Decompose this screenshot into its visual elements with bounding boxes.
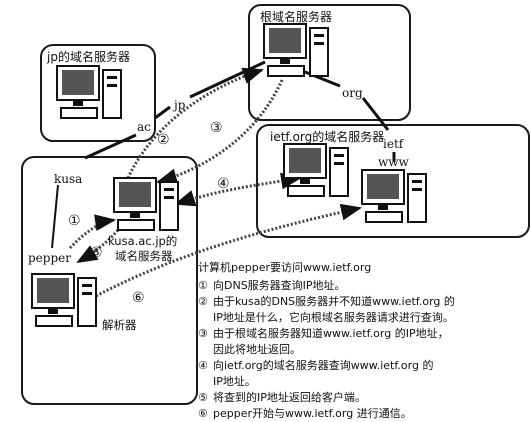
legend-item: ② 由于kusa的DNS服务器并不知道www.ietf.org 的 IP地址是什… xyxy=(198,294,528,326)
legend-item: ① 向DNS服务器查询IP地址。 xyxy=(198,278,528,294)
legend-item-text: 向ietf.org的域名服务器查询www.ietf.org 的 IP地址。 xyxy=(213,359,434,388)
step-marker-5: ⑤ xyxy=(90,245,103,261)
edge-org-ietf xyxy=(361,97,390,131)
edge-jp-ac xyxy=(154,105,171,120)
legend-item-number: ② xyxy=(198,295,208,308)
step-marker-2: ② xyxy=(157,132,170,148)
legend-item-number: ⑤ xyxy=(198,391,208,404)
edge-root-jp xyxy=(189,60,266,99)
edge-kusa-pepper xyxy=(51,184,59,249)
legend-item-number: ① xyxy=(198,279,208,292)
legend-title: 计算机pepper要访问www.ietf.org xyxy=(198,261,372,274)
legend-item-text: 由于根域名服务器知道www.ietf.org 的IP地址， 因此将地址返回。 xyxy=(213,327,449,356)
label-ietf: ietf xyxy=(383,137,404,151)
ietf-server-title: ietf.org的域名服务器 xyxy=(270,130,385,144)
edge-ac-kusa xyxy=(84,133,137,160)
kusa-server-label-line1: kusa.ac.jp的 xyxy=(108,234,178,248)
jp-server-title: jp的域名服务器 xyxy=(47,50,130,64)
legend-item-text: 向DNS服务器查询IP地址。 xyxy=(213,279,346,292)
step-marker-6: ⑥ xyxy=(132,290,145,306)
arrow-step1 xyxy=(68,214,117,250)
jp-server-box xyxy=(40,44,156,142)
step-marker-1: ① xyxy=(68,213,81,229)
legend-item-text: 由于kusa的DNS服务器并不知道www.ietf.org 的 IP地址是什么，… xyxy=(213,295,455,324)
arrow-step6 xyxy=(95,203,363,298)
legend-item: ⑥ pepper开始与www.ietf.org 进行通信。 xyxy=(198,406,528,422)
legend-item-text: pepper开始与www.ietf.org 进行通信。 xyxy=(213,407,412,420)
arrow-step4 xyxy=(173,172,303,207)
arrow-step5 xyxy=(76,229,120,264)
legend-item: ③ 由于根域名服务器知道www.ietf.org 的IP地址， 因此将地址返回。 xyxy=(198,326,528,358)
kusa-server-label-line2: 域名服务器 xyxy=(115,249,173,263)
root-server-title: 根域名服务器 xyxy=(260,10,333,24)
step-marker-3: ③ xyxy=(210,120,223,136)
step-marker-4: ④ xyxy=(217,176,230,192)
www-computer-icon xyxy=(360,168,430,234)
kusa-server-box xyxy=(21,156,198,405)
legend-item-number: ④ xyxy=(198,359,208,372)
root-server-box xyxy=(248,4,411,121)
edge-root-org xyxy=(299,68,341,88)
label-kusa: kusa xyxy=(54,172,83,186)
legend-item: ④ 向ietf.org的域名服务器查询www.ietf.org 的 IP地址。 xyxy=(198,358,528,390)
legend-item-number: ⑥ xyxy=(198,407,208,420)
ietf-server-computer-icon xyxy=(282,142,352,208)
legend-item-number: ③ xyxy=(198,327,208,340)
root-server-computer-icon xyxy=(262,22,332,88)
legend-item: ⑤ 将查到的IP地址返回给客户端。 xyxy=(198,390,528,406)
label-org: org xyxy=(342,86,363,100)
jp-server-computer-icon xyxy=(55,64,125,130)
resolver-label: 解析器 xyxy=(102,318,137,332)
legend-item-text: 将查到的IP地址返回给客户端。 xyxy=(213,391,366,404)
label-pepper: pepper xyxy=(28,251,71,265)
label-ac: ac xyxy=(137,120,151,134)
arrow-step3 xyxy=(155,79,284,185)
arrow-step2 xyxy=(126,67,264,179)
resolver-computer-icon xyxy=(30,272,100,338)
steps-legend: 计算机pepper要访问www.ietf.org ① 向DNS服务器查询IP地址… xyxy=(198,260,528,422)
label-jp: jp xyxy=(174,98,186,112)
label-www: www xyxy=(378,155,409,169)
kusa-server-computer-icon xyxy=(112,176,182,242)
